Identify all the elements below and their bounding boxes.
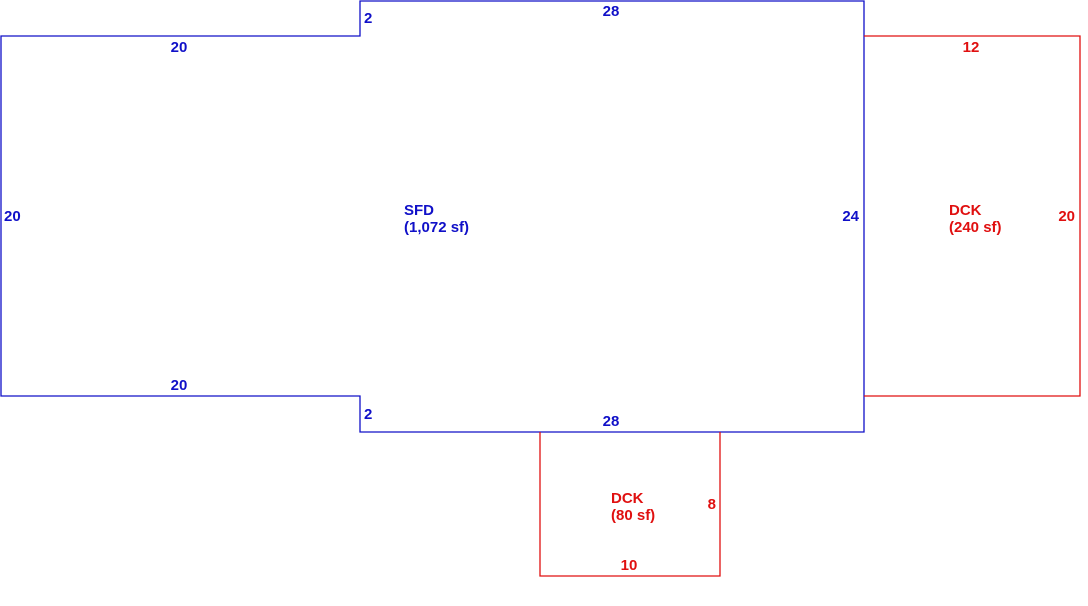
deck-bottom-label: DCK: [611, 490, 644, 507]
deck-right-dim-right: 20: [1058, 208, 1075, 225]
deck-right-label: DCK: [949, 202, 982, 219]
sfd-area: (1,072 sf): [404, 219, 469, 236]
deck-bottom-outline: [539, 432, 721, 577]
sfd-label: SFD: [404, 202, 434, 219]
sfd-dim-bottom-notch: 2: [364, 406, 372, 423]
deck-right-dim-top: 12: [963, 39, 980, 56]
sfd-dim-left-side: 20: [4, 208, 21, 225]
sfd-dim-bottom-main: 28: [603, 413, 620, 430]
deck-bottom-dim-bottom: 10: [621, 557, 638, 574]
deck-right-outline: [864, 35, 1081, 397]
sfd-dim-left-top: 20: [171, 39, 188, 56]
deck-bottom-dim-right: 8: [708, 496, 716, 513]
sfd-dim-right-side: 24: [842, 208, 859, 225]
sfd-dim-top-main: 28: [603, 3, 620, 20]
deck-right-area: (240 sf): [949, 219, 1002, 236]
deck-bottom-area: (80 sf): [611, 507, 655, 524]
sfd-dim-top-notch: 2: [364, 10, 372, 27]
sfd-outline: [0, 0, 865, 433]
sfd-dim-left-bottom: 20: [171, 377, 188, 394]
